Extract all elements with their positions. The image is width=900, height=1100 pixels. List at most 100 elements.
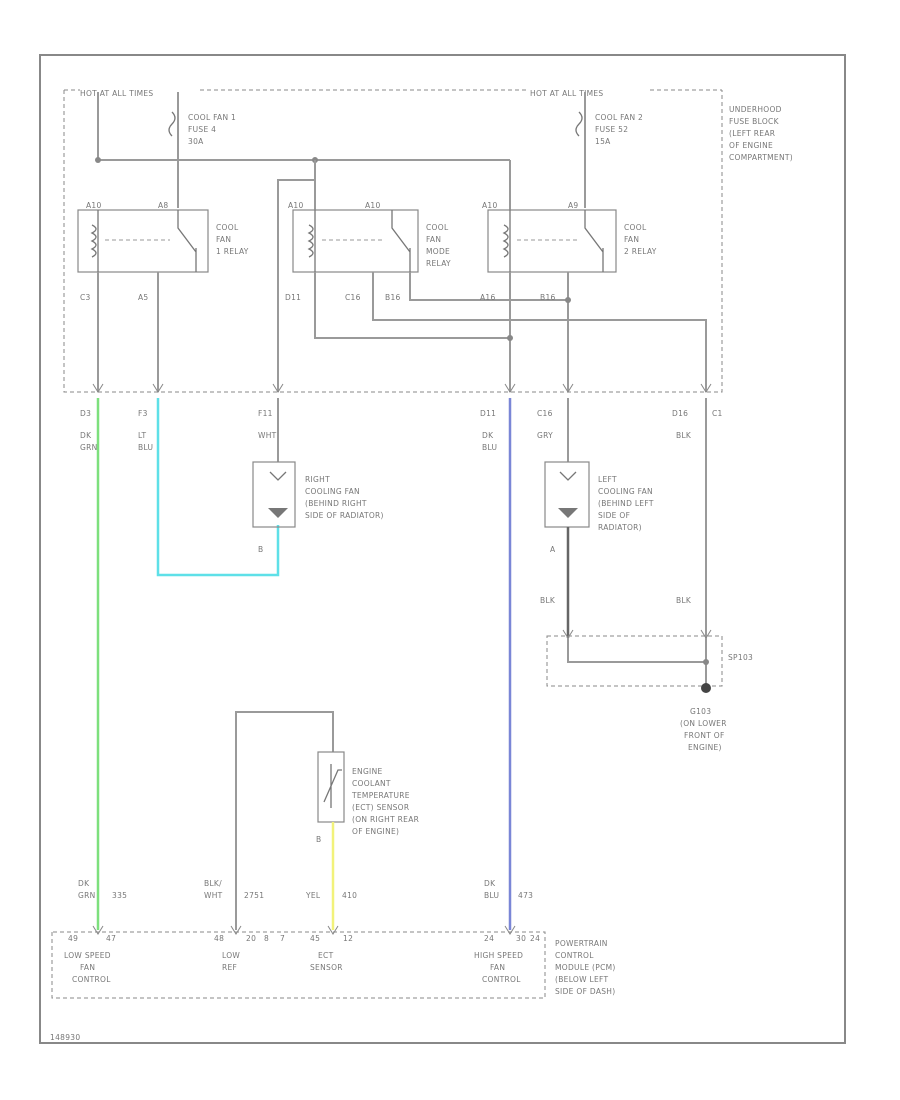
svg-text:49: 49 <box>68 934 78 943</box>
footer-code: 148930 <box>50 1033 80 1042</box>
svg-text:WHT: WHT <box>258 431 277 440</box>
svg-text:30: 30 <box>516 934 526 943</box>
svg-text:CONTROL: CONTROL <box>72 975 111 984</box>
svg-text:335: 335 <box>112 891 127 900</box>
svg-text:D3: D3 <box>80 409 91 418</box>
svg-text:45: 45 <box>310 934 320 943</box>
svg-text:SIDE OF RADIATOR): SIDE OF RADIATOR) <box>305 511 384 520</box>
svg-text:COOL: COOL <box>426 223 449 232</box>
svg-text:20: 20 <box>246 934 256 943</box>
ect-sensor: ENGINE COOLANT TEMPERATURE (ECT) SENSOR … <box>316 751 419 844</box>
wire-blk-wht <box>235 711 334 930</box>
svg-text:8: 8 <box>264 934 269 943</box>
right-cooling-fan: RIGHT COOLING FAN (BEHIND RIGHT SIDE OF … <box>252 461 384 554</box>
svg-text:A10: A10 <box>86 201 102 210</box>
svg-text:(LEFT REAR: (LEFT REAR <box>729 129 775 138</box>
svg-text:GRN: GRN <box>80 443 98 452</box>
svg-text:FUSE 52: FUSE 52 <box>595 125 628 134</box>
svg-text:A10: A10 <box>482 201 498 210</box>
svg-text:RIGHT: RIGHT <box>305 475 330 484</box>
svg-text:2751: 2751 <box>244 891 264 900</box>
svg-text:MODULE (PCM): MODULE (PCM) <box>555 963 616 972</box>
svg-text:C16: C16 <box>345 293 361 302</box>
svg-text:BLK: BLK <box>676 596 692 605</box>
svg-text:GRN: GRN <box>78 891 96 900</box>
svg-text:FAN: FAN <box>80 963 95 972</box>
svg-text:SP103: SP103 <box>728 653 753 662</box>
fuse-block-outline <box>63 90 723 393</box>
svg-text:7: 7 <box>280 934 285 943</box>
svg-text:BLK/: BLK/ <box>204 879 222 888</box>
svg-text:BLK: BLK <box>676 431 692 440</box>
svg-text:BLK: BLK <box>540 596 556 605</box>
svg-text:DK: DK <box>80 431 92 440</box>
svg-text:A: A <box>550 545 556 554</box>
hot-at-all-times-left: HOT AT ALL TIMES <box>80 89 153 98</box>
svg-text:LOW SPEED: LOW SPEED <box>64 951 111 960</box>
pcm-title: POWERTRAIN CONTROL MODULE (PCM) (BELOW L… <box>555 939 616 996</box>
svg-text:47: 47 <box>106 934 116 943</box>
svg-text:WHT: WHT <box>204 891 223 900</box>
svg-text:C16: C16 <box>537 409 553 418</box>
svg-text:B16: B16 <box>385 293 401 302</box>
svg-text:REF: REF <box>222 963 237 972</box>
svg-text:(BEHIND LEFT: (BEHIND LEFT <box>598 499 654 508</box>
svg-text:MODE: MODE <box>426 247 450 256</box>
svg-text:OF ENGINE): OF ENGINE) <box>352 827 399 836</box>
svg-text:COOL: COOL <box>216 223 239 232</box>
svg-text:ECT: ECT <box>318 951 334 960</box>
svg-text:RELAY: RELAY <box>426 259 451 268</box>
svg-text:FUSE BLOCK: FUSE BLOCK <box>729 117 780 126</box>
svg-text:2 RELAY: 2 RELAY <box>624 247 657 256</box>
fuse-block-internal-pins: C3 A5 D11 C16 B16 A16 B16 <box>80 293 555 302</box>
svg-text:DK: DK <box>78 879 90 888</box>
svg-text:1 RELAY: 1 RELAY <box>216 247 249 256</box>
svg-text:ENGINE): ENGINE) <box>688 743 722 752</box>
svg-text:B: B <box>316 835 321 844</box>
svg-text:B: B <box>258 545 263 554</box>
svg-text:FAN: FAN <box>490 963 505 972</box>
cool-fan-mode-relay: A10 A10 COOL FAN MODE RELAY <box>288 201 451 273</box>
svg-text:A10: A10 <box>288 201 304 210</box>
splice-sp103: SP103 <box>546 629 753 687</box>
svg-text:SIDE OF DASH): SIDE OF DASH) <box>555 987 615 996</box>
pcm-input-labels: LOW SPEED FAN CONTROL LOW REF ECT SENSOR… <box>64 951 523 984</box>
fuse2-label: COOL FAN 2 FUSE 52 15A <box>595 113 643 146</box>
svg-text:A8: A8 <box>158 201 169 210</box>
svg-text:BLU: BLU <box>482 443 497 452</box>
diagram-border <box>39 54 846 1044</box>
left-cooling-fan: LEFT COOLING FAN (BEHIND LEFT SIDE OF RA… <box>544 461 654 554</box>
hot-at-all-times-right: HOT AT ALL TIMES <box>530 89 603 98</box>
fuse2-icon <box>575 111 583 137</box>
svg-text:A5: A5 <box>138 293 149 302</box>
cool-fan-1-relay: A10 A8 COOL FAN 1 RELAY <box>77 201 249 273</box>
svg-text:CONTROL: CONTROL <box>555 951 594 960</box>
pcm-outline <box>51 931 546 999</box>
svg-text:RADIATOR): RADIATOR) <box>598 523 642 532</box>
svg-text:A10: A10 <box>365 201 381 210</box>
svg-text:473: 473 <box>518 891 533 900</box>
svg-text:(ON LOWER: (ON LOWER <box>680 719 727 728</box>
svg-text:CONTROL: CONTROL <box>482 975 521 984</box>
ground-g103: G103 (ON LOWER FRONT OF ENGINE) <box>680 683 727 752</box>
svg-text:410: 410 <box>342 891 357 900</box>
pcm-wire-labels: DK GRN 335 BLK/ WHT 2751 YEL 410 DK BLU … <box>78 879 533 900</box>
svg-text:F3: F3 <box>138 409 148 418</box>
wire-lt-blu <box>156 398 280 577</box>
svg-text:12: 12 <box>343 934 353 943</box>
svg-text:ENGINE: ENGINE <box>352 767 383 776</box>
svg-text:(BEHIND RIGHT: (BEHIND RIGHT <box>305 499 367 508</box>
mode-relay-feed <box>277 179 315 392</box>
svg-text:COMPARTMENT): COMPARTMENT) <box>729 153 793 162</box>
svg-text:D11: D11 <box>285 293 301 302</box>
svg-text:YEL: YEL <box>305 891 321 900</box>
svg-text:FUSE 4: FUSE 4 <box>188 125 216 134</box>
svg-text:FAN: FAN <box>426 235 441 244</box>
connector-labels: D3 DK GRN F3 LT BLU F11 WHT D11 DK BLU C… <box>80 409 722 452</box>
svg-text:LOW: LOW <box>222 951 240 960</box>
svg-text:COOLANT: COOLANT <box>352 779 391 788</box>
svg-text:SIDE OF: SIDE OF <box>598 511 630 520</box>
fuse-block-title: UNDERHOOD FUSE BLOCK (LEFT REAR OF ENGIN… <box>729 105 793 162</box>
svg-text:COOL FAN 2: COOL FAN 2 <box>595 113 643 122</box>
